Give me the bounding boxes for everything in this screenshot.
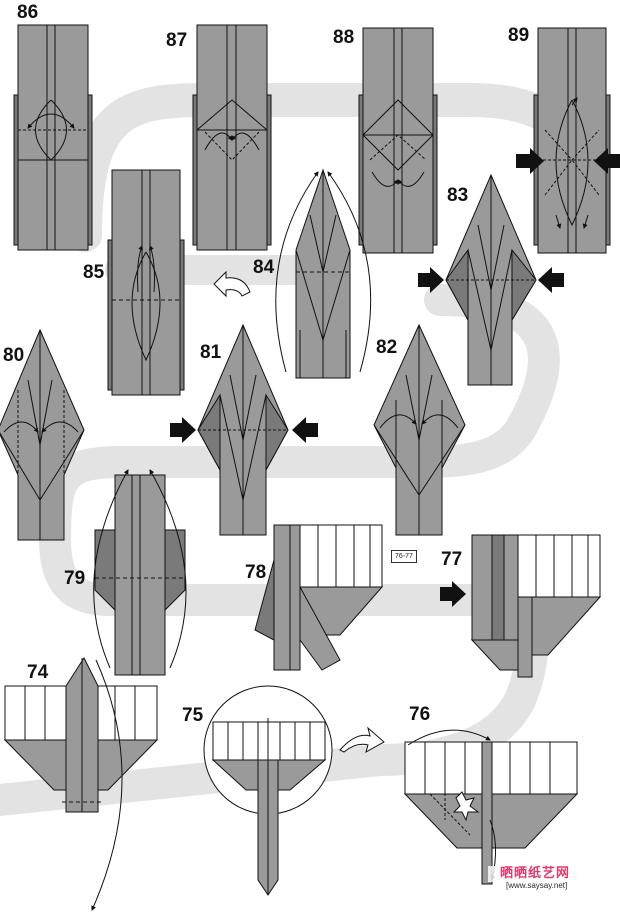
step-89-diagram (533, 27, 611, 254)
step-number-80: 80 (3, 345, 25, 366)
step-number-84: 84 (253, 257, 275, 278)
step-number-83: 83 (447, 185, 469, 206)
reference-box: 76-77 (391, 550, 417, 563)
step-number-89: 89 (508, 25, 530, 46)
sequence-arrow (339, 726, 385, 754)
watermark-site-name: 晒晒纸艺网 (500, 865, 571, 880)
step-number-88: 88 (333, 27, 355, 48)
step-85-diagram (107, 169, 185, 396)
push-arrow-left (170, 417, 196, 443)
step-number-81: 81 (200, 342, 222, 363)
step-81-diagram (197, 323, 289, 536)
step-82-diagram (373, 323, 466, 536)
push-arrow-right (440, 581, 466, 607)
step-number-78: 78 (245, 562, 267, 583)
step-78-diagram (254, 524, 384, 671)
step-86-diagram (13, 24, 93, 251)
turn-over-arrow (213, 270, 251, 298)
push-arrow-left (516, 148, 544, 174)
step-83-diagram (445, 173, 537, 386)
step-number-74: 74 (27, 662, 49, 683)
push-arrow-right (292, 417, 318, 443)
step-75-diagram (203, 685, 333, 896)
site-logo-icon (488, 866, 600, 882)
step-74-diagram (3, 656, 159, 911)
step-88-diagram (358, 27, 438, 254)
push-arrow-right (594, 148, 620, 174)
step-87-diagram (192, 24, 272, 251)
step-number-77: 77 (441, 549, 463, 570)
push-arrow-right (538, 267, 564, 293)
step-number-82: 82 (376, 337, 398, 358)
step-77-diagram (470, 534, 602, 678)
push-arrow-left (418, 267, 444, 293)
step-number-75: 75 (182, 705, 204, 726)
step-79-diagram (93, 469, 187, 676)
step-number-85: 85 (83, 262, 105, 283)
step-number-79: 79 (64, 568, 86, 589)
step-84-diagram (275, 168, 372, 379)
step-number-76: 76 (409, 704, 431, 725)
watermark-url: [www.saysay.net] (506, 881, 568, 890)
step-76-diagram (403, 729, 579, 885)
step-80-diagram (0, 328, 85, 541)
step-number-87: 87 (166, 30, 188, 51)
step-number-86: 86 (17, 2, 39, 23)
